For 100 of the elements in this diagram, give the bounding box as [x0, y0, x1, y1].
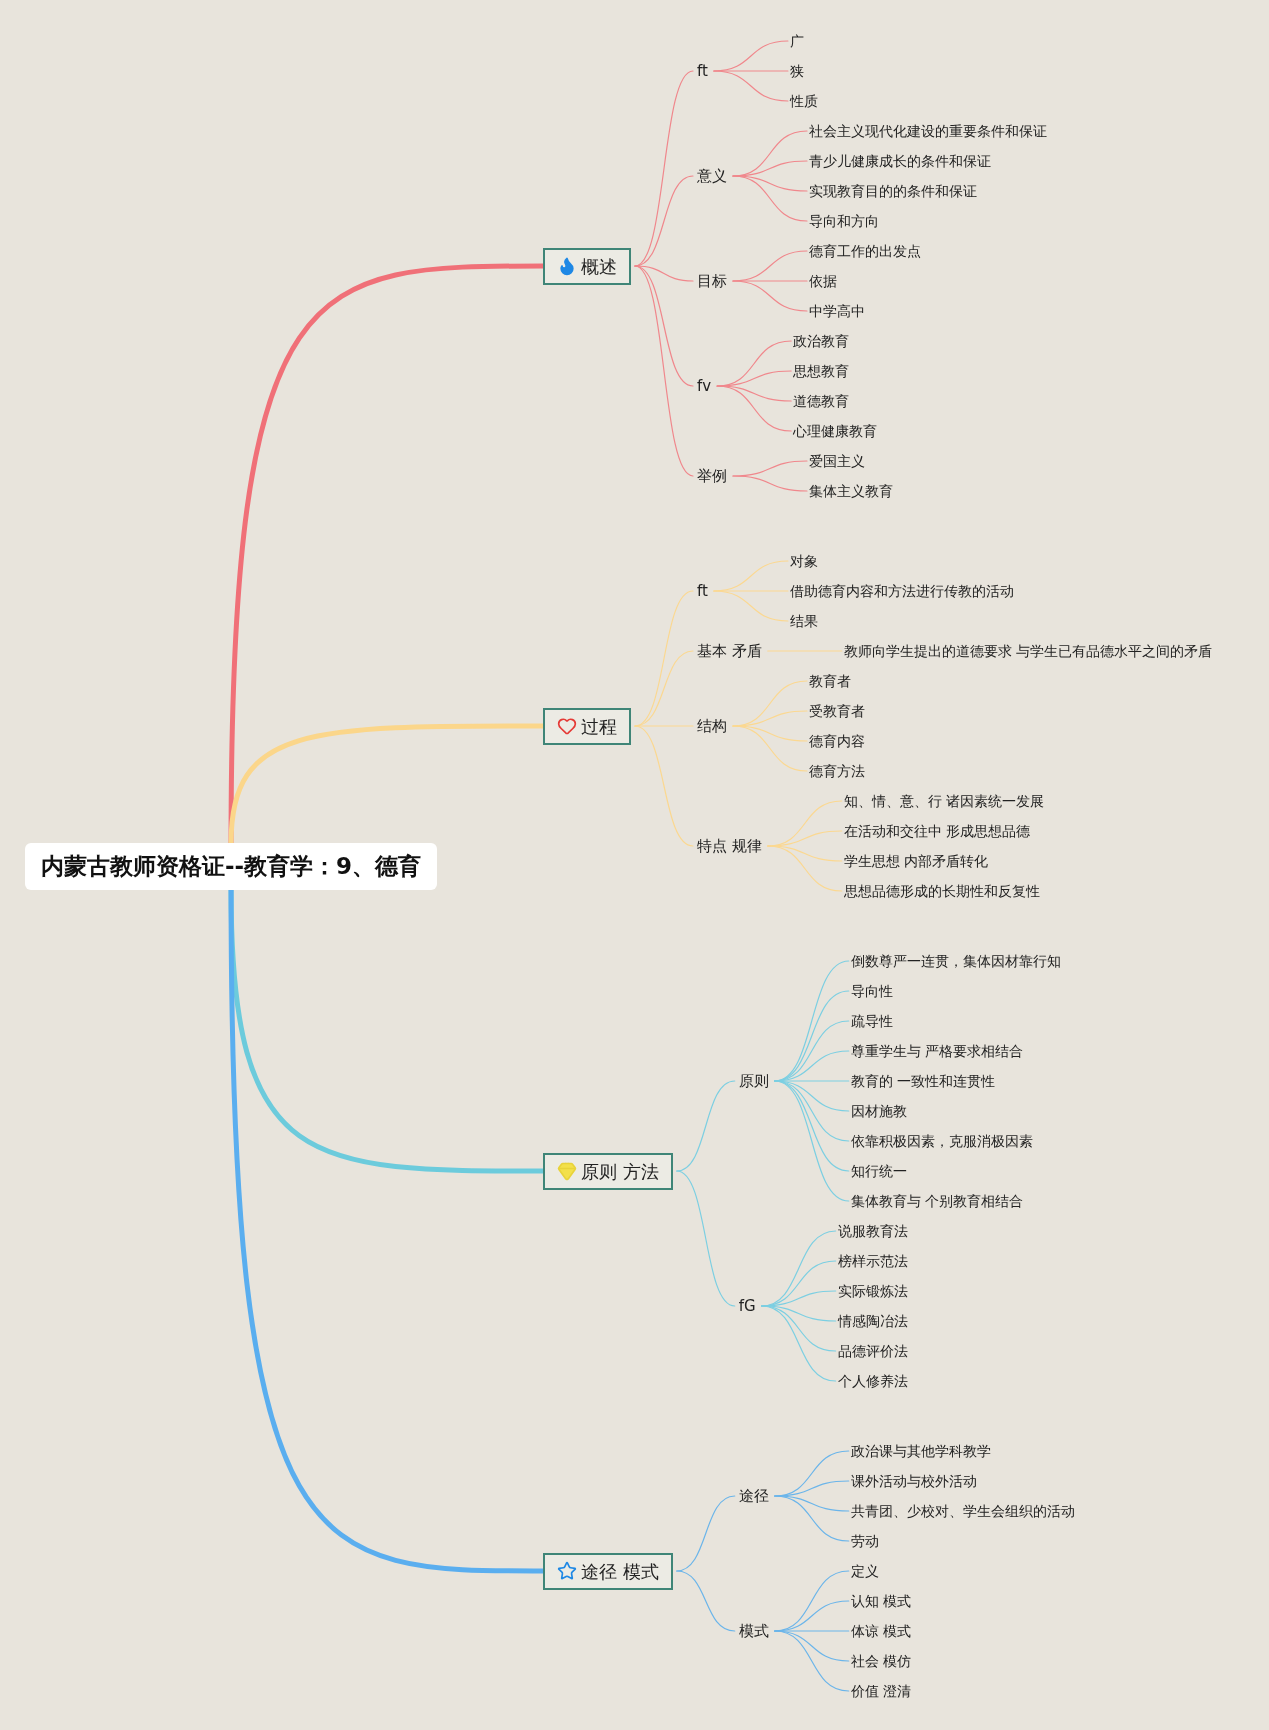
topic-box: [543, 247, 631, 285]
leaf-label: 实际锻炼法: [837, 1280, 908, 1302]
leaf-label: 榜样示范法: [837, 1250, 908, 1272]
leaf-label: 德育工作的出发点: [809, 240, 921, 262]
branch-line: [732, 175, 808, 222]
branch-label: 特点 规律: [695, 834, 764, 858]
leaf-label: 倒数尊严一连贯，集体因材靠行知: [850, 950, 1061, 972]
leaf-label: 青少儿健康成长的条件和保证: [809, 150, 991, 172]
branch-label: 模式: [736, 1619, 771, 1643]
leaf-label: 借助德育内容和方法进行传教的活动: [789, 580, 1014, 602]
branch-line: [767, 845, 843, 892]
branch-line: [767, 650, 843, 652]
leaf-label: 思想教育: [793, 360, 850, 382]
leaf-label: 个人修养法: [837, 1370, 908, 1392]
leaf-label: 德育内容: [809, 730, 865, 752]
leaf-label: 政治教育: [793, 330, 850, 352]
topic-label: 途径 模式: [581, 1559, 659, 1584]
leaf-label: 实现教育目的的条件和保证: [809, 180, 977, 202]
branch-line: [732, 725, 808, 742]
leaf-label: 教育者: [809, 670, 851, 692]
leaf-label: 知、情、意、行 诸因素统一发展: [843, 790, 1045, 812]
branch-line: [761, 1305, 837, 1322]
leaf-label: 劳动: [850, 1530, 879, 1552]
leaf-label: 说服教育法: [837, 1220, 908, 1242]
branch-label: 意义: [695, 164, 729, 188]
leaf-label: 尊重学生与 严格要求相结合: [850, 1040, 1024, 1062]
leaf-label: 集体主义教育: [809, 480, 893, 502]
branch-line: [732, 475, 808, 492]
leaf-label: 体谅 模式: [850, 1620, 912, 1642]
branch-line: [761, 1305, 837, 1382]
branch-label: ft: [695, 59, 710, 83]
branch-label: 举例: [695, 464, 729, 488]
branch-line: [634, 265, 694, 477]
topic-box: [543, 1152, 673, 1190]
branch-line: [774, 1630, 850, 1662]
branch-line: [634, 265, 694, 282]
branch-line: [634, 725, 694, 727]
leaf-label: 在活动和交往中 形成思想品德: [843, 820, 1031, 842]
topic-box: [543, 707, 631, 745]
leaf-label: 社会主义现代化建设的重要条件和保证: [809, 120, 1047, 142]
leaf-label: 疏导性: [850, 1010, 893, 1032]
branch-line: [732, 280, 808, 312]
leaf-label: 受教育者: [809, 700, 865, 722]
leaf-label: 性质: [789, 90, 818, 112]
leaf-label: 导向和方向: [809, 210, 879, 232]
leaf-label: 依据: [809, 270, 837, 292]
branch-label: 原则: [736, 1069, 771, 1093]
leaf-label: 品德评价法: [837, 1340, 908, 1362]
leaf-label: 狭: [789, 60, 804, 82]
leaf-label: 爱国主义: [809, 450, 865, 472]
leaf-label: 课外活动与校外活动: [850, 1470, 977, 1492]
branch-line: [716, 385, 792, 432]
branch-line: [774, 1630, 850, 1692]
topic-box: [543, 1552, 673, 1590]
branch-label: 途径: [736, 1484, 771, 1508]
topic-label: 过程: [581, 714, 617, 739]
leaf-label: 政治课与其他学科教学: [850, 1440, 991, 1462]
branch-line: [761, 1305, 837, 1352]
leaf-label: 心理健康教育: [793, 420, 878, 442]
leaf-label: 思想品德形成的长期性和反复性: [843, 880, 1040, 902]
branch-line: [774, 1495, 850, 1542]
branch-label: 结构: [695, 714, 729, 738]
branch-line: [676, 1495, 736, 1572]
leaf-label: 导向性: [850, 980, 893, 1002]
leaf-label: 社会 模仿: [850, 1650, 912, 1672]
branch-line: [732, 725, 808, 772]
leaf-label: 价值 澄清: [850, 1680, 912, 1702]
branch-label: 目标: [695, 269, 729, 293]
leaf-label: 依靠积极因素，克服消极因素: [850, 1130, 1033, 1152]
branch-label: fG: [736, 1294, 758, 1318]
branch-line: [713, 590, 789, 622]
leaf-label: 教师向学生提出的道德要求 与学生已有品德水平之间的矛盾: [843, 640, 1213, 662]
topic-label: 概述: [581, 254, 617, 279]
leaf-label: 知行统一: [850, 1160, 907, 1182]
branch-label: fv: [695, 374, 714, 398]
branch-label: ft: [695, 579, 710, 603]
leaf-label: 认知 模式: [850, 1590, 912, 1612]
branch-line: [634, 725, 694, 847]
leaf-label: 集体教育与 个别教育相结合: [850, 1190, 1024, 1212]
leaf-label: 情感陶冶法: [837, 1310, 908, 1332]
leaf-label: 因材施教: [850, 1100, 907, 1122]
branch-line: [732, 175, 808, 192]
leaf-label: 共青团、少校对、学生会组织的活动: [850, 1500, 1075, 1522]
leaf-label: 道德教育: [793, 390, 850, 412]
branch-line: [774, 1495, 850, 1512]
branch-line: [676, 1080, 736, 1172]
leaf-label: 中学高中: [809, 300, 865, 322]
branch-line: [713, 70, 789, 102]
branch-line: [676, 1570, 736, 1632]
leaf-label: 结果: [789, 610, 818, 632]
leaf-label: 定义: [850, 1560, 879, 1582]
root-title-box: 内蒙古教师资格证--教育学：9、德育: [25, 843, 438, 890]
branch-line: [774, 1080, 850, 1112]
topic-label: 原则 方法: [581, 1159, 659, 1184]
leaf-label: 广: [789, 30, 804, 52]
leaf-label: 学生思想 内部矛盾转化: [843, 850, 989, 872]
leaf-label: 教育的 一致性和连贯性: [850, 1070, 996, 1092]
branch-label: 基本 矛盾: [695, 639, 764, 663]
leaf-label: 德育方法: [809, 760, 865, 782]
leaf-label: 对象: [789, 550, 818, 572]
